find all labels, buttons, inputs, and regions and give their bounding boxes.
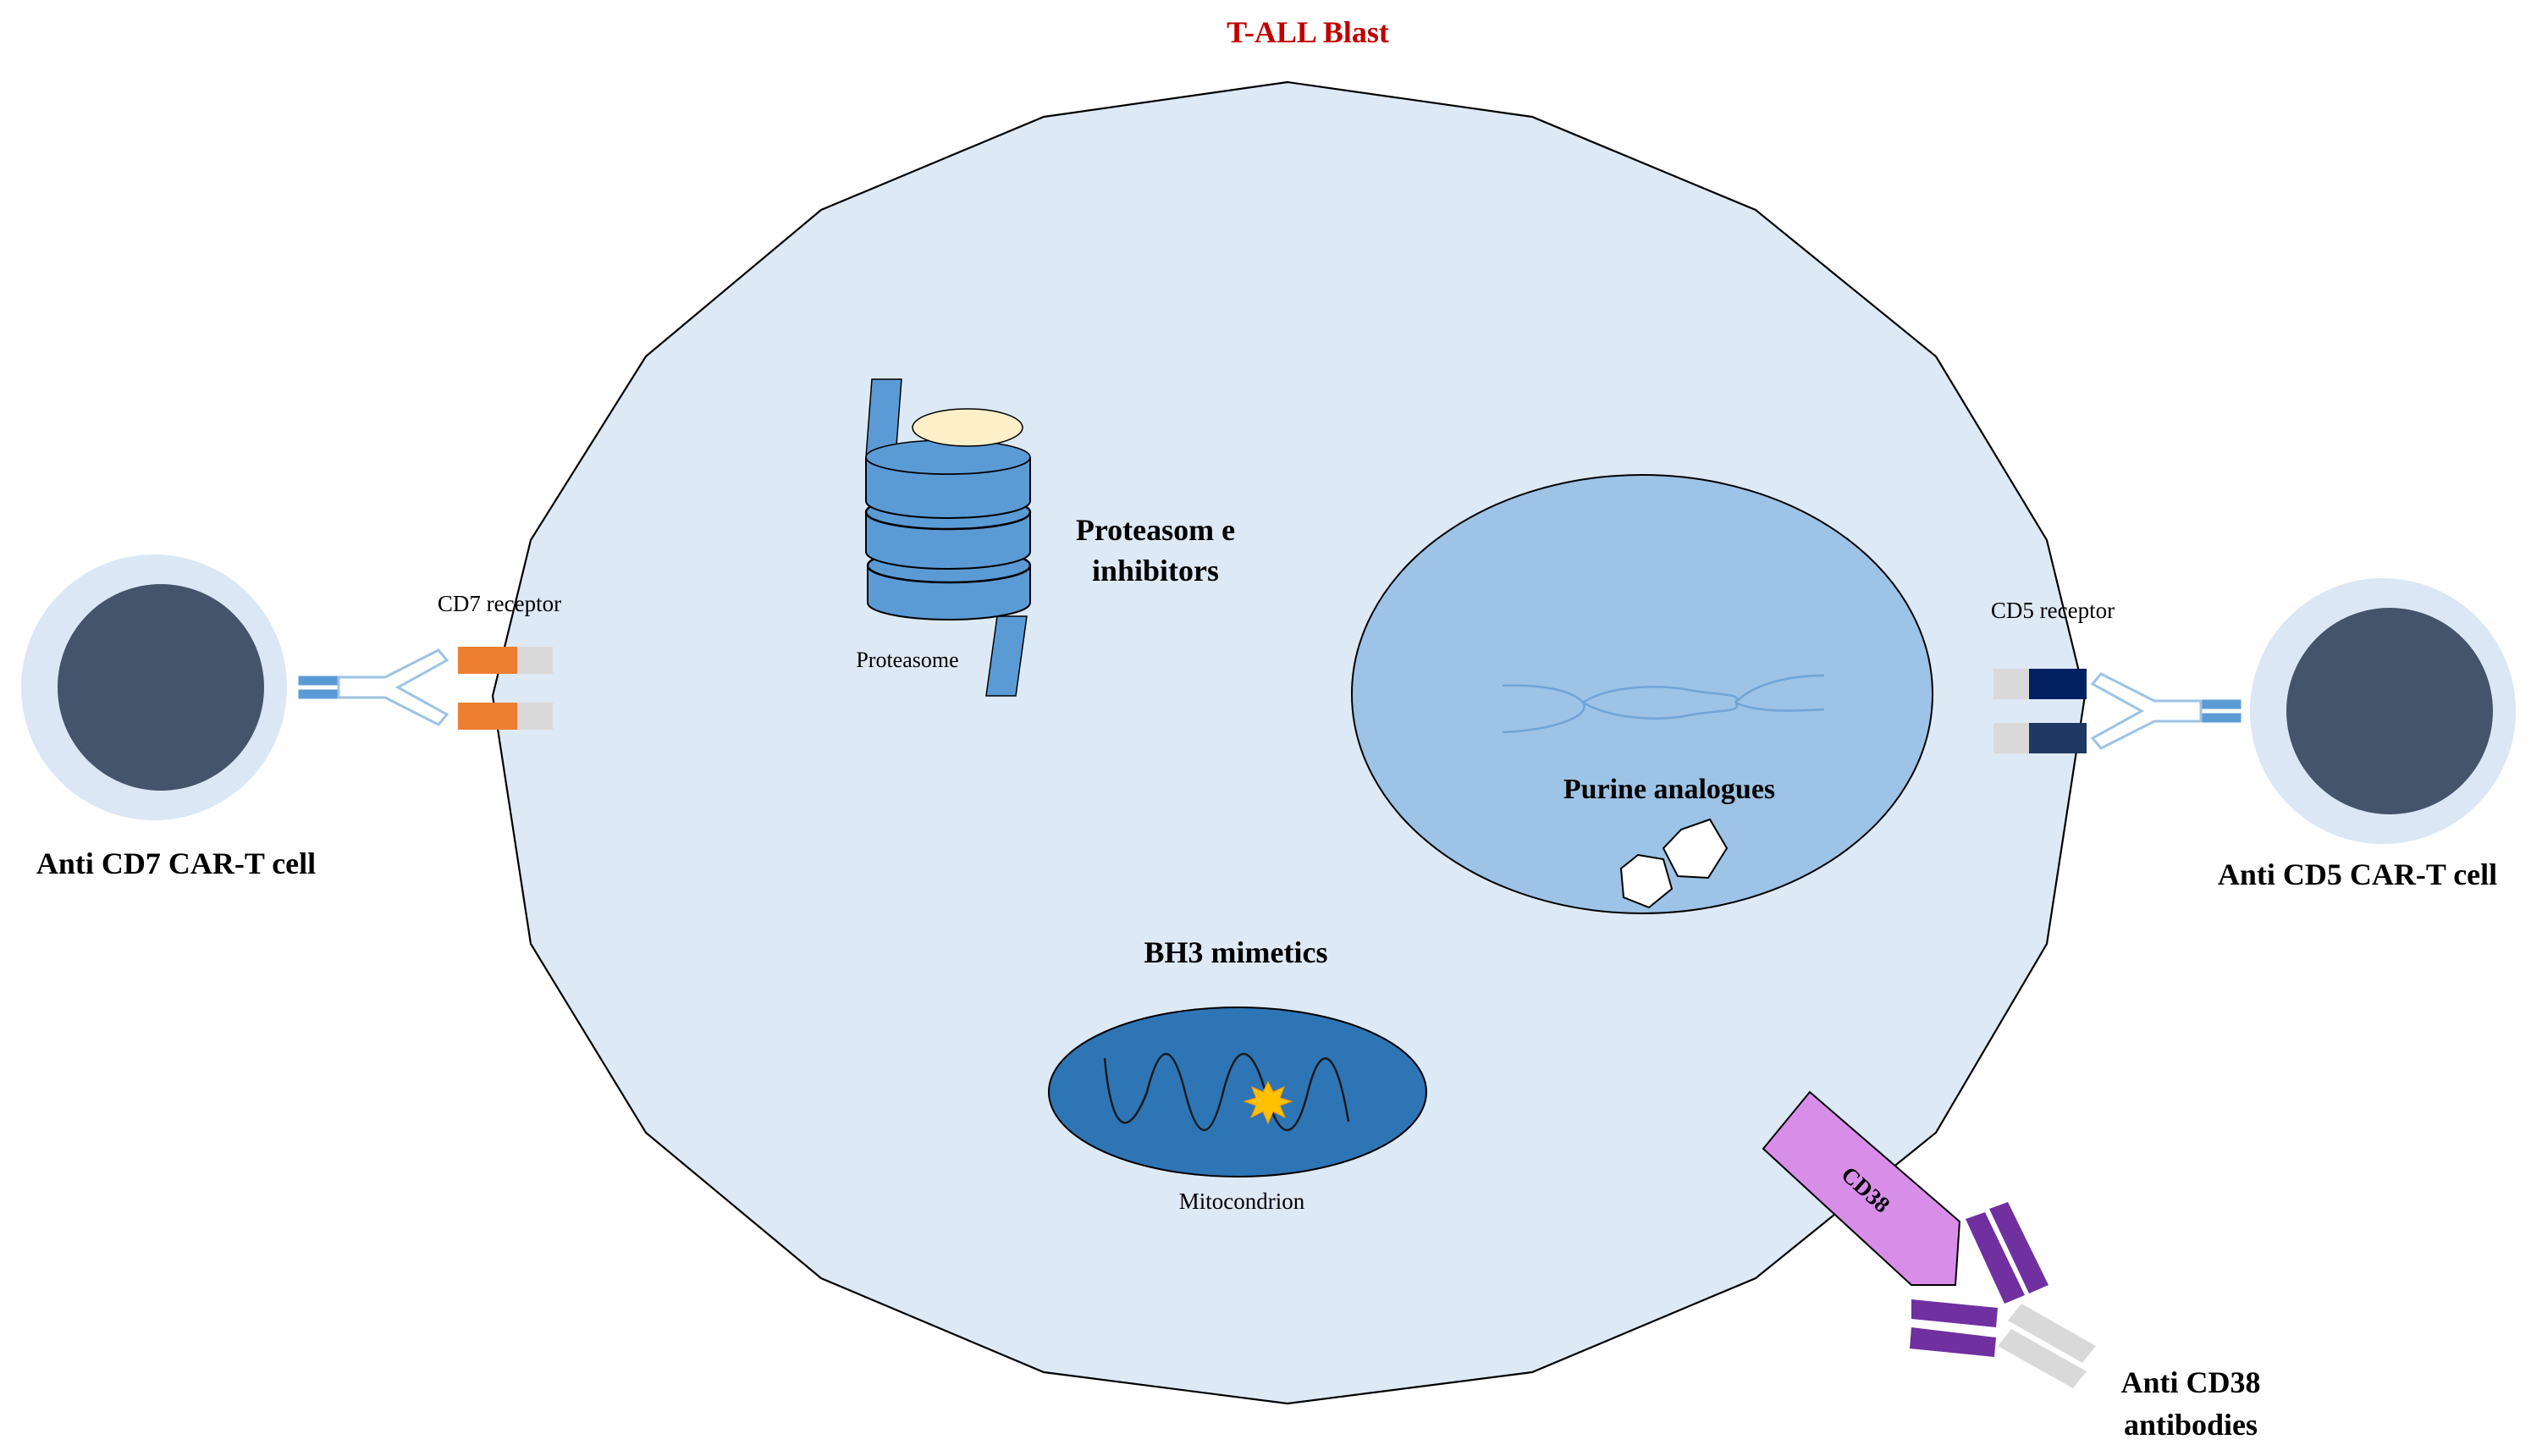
- anti-cd7-car-icon: [337, 648, 449, 726]
- anti-cd5-car-icon: [2090, 672, 2203, 750]
- cd38-receptor-icon: [1762, 1090, 1961, 1286]
- starburst-icon: [1243, 1080, 1293, 1125]
- proteasome-substrate-disc: [912, 408, 1023, 447]
- purine-analogues-label: Purine analogues: [1563, 774, 1775, 805]
- proteasome-bottom-cap: [985, 615, 1028, 697]
- bh3-mimetics-label: BH3 mimetics: [1144, 935, 1328, 969]
- cd5-receptor-label: CD5 receptor: [1991, 598, 2115, 623]
- cd7-receptor-icon: [458, 647, 553, 730]
- cd5-receptor-icon: [1993, 669, 2087, 753]
- anti-cd7-car-t-cell-core: [58, 584, 264, 791]
- chromosome-strands: [1502, 674, 1825, 734]
- anti-cd38-antibody-icon: [1910, 1202, 2096, 1388]
- anti-cd38-label-line1: Anti CD38: [2120, 1365, 2260, 1399]
- purine-molecule-icon: [1619, 818, 1729, 909]
- cd7-car-connector: [297, 675, 339, 700]
- anti-cd7-car-t-label: Anti CD7 CAR-T cell: [36, 847, 316, 880]
- mitochondrion: [1048, 1007, 1427, 1177]
- proteasome-icon: [864, 378, 1032, 697]
- diagram-title: T-ALL Blast: [1227, 15, 1389, 49]
- nucleus: [1351, 474, 1933, 914]
- cd7-receptor-label: CD7 receptor: [438, 591, 561, 616]
- cd5-car-connector: [2200, 698, 2242, 724]
- proteasome-inhibitors-label-line2: inhibitors: [1092, 554, 1219, 587]
- anti-cd38-label-line2: antibodies: [2124, 1408, 2258, 1442]
- mitocondrion-label: Mitocondrion: [1179, 1189, 1305, 1214]
- proteasome-label: Proteasome: [856, 648, 958, 672]
- anti-cd5-car-t-cell-core: [2286, 608, 2493, 814]
- mitochondrion-cristae: [1103, 1052, 1350, 1132]
- proteasome-inhibitors-label-line1: Proteasom e: [1076, 513, 1235, 547]
- anti-cd5-car-t-label: Anti CD5 CAR-T cell: [2218, 858, 2497, 891]
